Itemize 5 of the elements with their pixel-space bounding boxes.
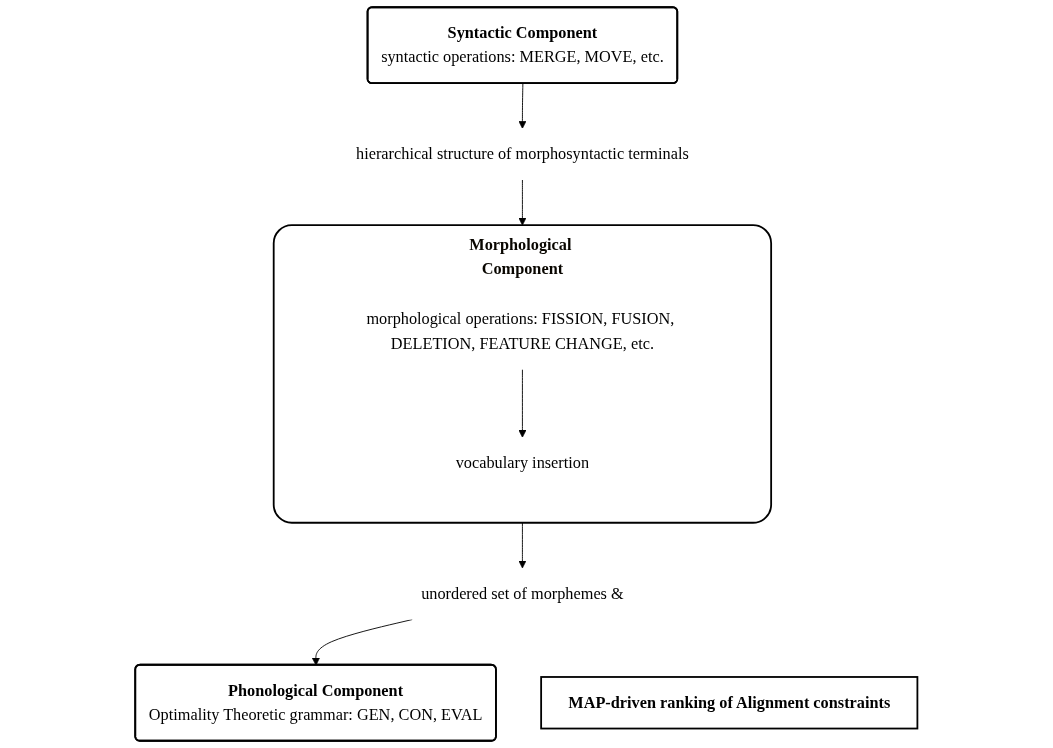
node-text: morphological operations: FISSION, FUSION, DELETION, FEATURE CHANGE, etc. bbox=[366, 309, 675, 353]
node-text: hierarchical structure of morphosyntactic terminals bbox=[356, 144, 689, 163]
node-text: vocabulary insertion bbox=[455, 453, 590, 472]
node-box: MAP-driven ranking of Alignment constraints bbox=[540, 676, 919, 730]
node-text: unordered set of morphemes & bbox=[421, 584, 624, 603]
